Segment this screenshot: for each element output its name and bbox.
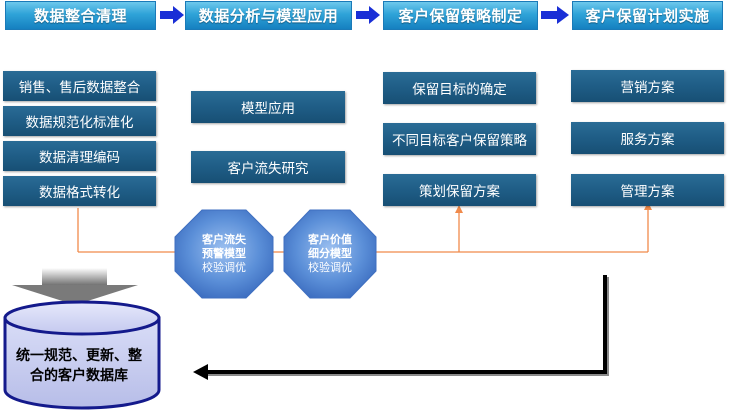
step-marketing-plan: 营销方案 xyxy=(571,70,724,102)
stage-header-retention-execution: 客户保留计划实施 xyxy=(572,1,723,30)
step-churn-research: 客户流失研究 xyxy=(191,151,345,183)
step-target-retention-strategy: 不同目标客户保留策略 xyxy=(383,123,536,155)
customer-database-cylinder xyxy=(3,300,161,410)
step-data-cleaning: 数据清理编码 xyxy=(3,141,156,171)
header-arrow-1 xyxy=(160,6,184,24)
octagon-2-title-line-2: 细分模型 xyxy=(308,247,352,260)
octagon-churn-warning-model xyxy=(174,209,274,299)
octagon-1-subtitle: 校验调优 xyxy=(202,261,246,274)
step-retention-goal: 保留目标的确定 xyxy=(383,72,536,104)
header-arrow-2 xyxy=(356,6,380,24)
header-arrow-3 xyxy=(541,6,569,24)
octagon-value-segmentation-model-label: 客户价值 细分模型 校验调优 xyxy=(284,233,376,275)
database-label-line-1: 统一规范、更新、整 xyxy=(16,348,142,364)
step-data-format-conversion: 数据格式转化 xyxy=(3,176,156,206)
connector-arrowhead-3 xyxy=(455,205,463,213)
octagon-1-title-line-1: 客户流失 xyxy=(202,233,246,246)
step-model-application: 模型应用 xyxy=(191,91,345,123)
connector-arrowhead-4 xyxy=(644,202,652,210)
step-service-plan: 服务方案 xyxy=(571,122,724,154)
stage-header-retention-strategy: 客户保留策略制定 xyxy=(383,1,538,30)
step-data-standardization: 数据规范化标准化 xyxy=(3,106,156,136)
octagon-1-title-line-2: 预警模型 xyxy=(202,247,246,260)
stage-header-analysis-modeling: 数据分析与模型应用 xyxy=(185,1,352,30)
step-retention-plan: 策划保留方案 xyxy=(383,174,536,206)
database-label-line-2: 合的客户数据库 xyxy=(30,368,128,384)
gray-down-arrow xyxy=(12,268,138,305)
connector-lines xyxy=(77,208,649,253)
octagon-2-title-line-1: 客户价值 xyxy=(308,233,352,246)
octagon-churn-warning-model-label: 客户流失 预警模型 校验调优 xyxy=(175,233,273,275)
stage-header-data-integration: 数据整合清理 xyxy=(5,1,156,30)
octagon-value-segmentation-model xyxy=(283,209,377,299)
database-label: 统一规范、更新、整 合的客户数据库 xyxy=(8,346,150,386)
step-sales-data-integration: 销售、售后数据整合 xyxy=(3,71,156,101)
step-management-plan: 管理方案 xyxy=(571,174,724,206)
return-arrow xyxy=(193,275,609,380)
octagon-2-subtitle: 校验调优 xyxy=(308,261,352,274)
